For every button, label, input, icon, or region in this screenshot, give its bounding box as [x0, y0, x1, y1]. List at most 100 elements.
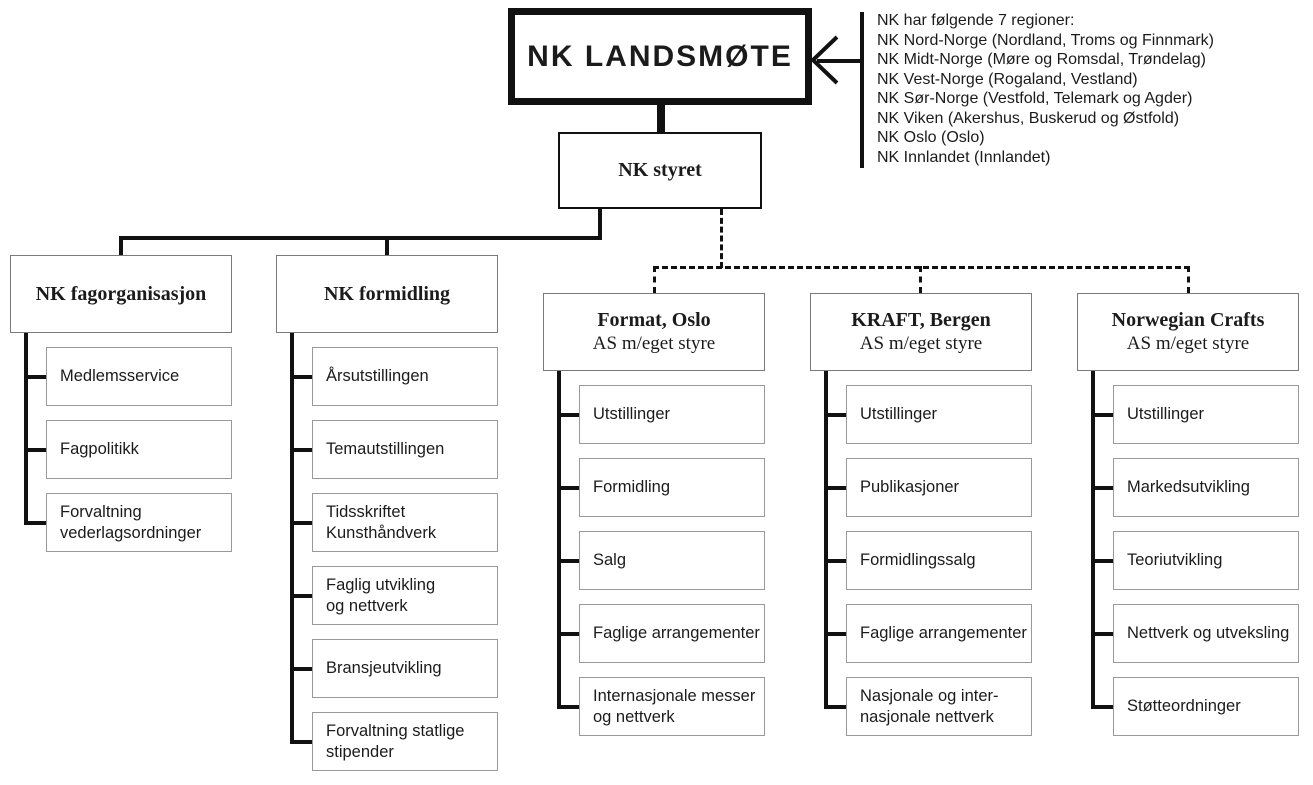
item-box: Utstillinger: [1113, 385, 1299, 444]
item-label: Internasjonale messer og nettverk: [593, 686, 756, 726]
item-box: Forvaltning statlige stipender: [312, 712, 498, 771]
item-box: Faglig utvikling og nettverk: [312, 566, 498, 625]
item-box: Internasjonale messer og nettverk: [579, 677, 765, 736]
item-box: Utstillinger: [846, 385, 1032, 444]
connector-drop-fagorganisasjon: [119, 236, 123, 256]
item-stub: [290, 666, 314, 671]
region-line: NK Vest-Norge (Rogaland, Vestland): [877, 70, 1138, 88]
item-box: Formidling: [579, 458, 765, 517]
item-stub: [24, 447, 48, 452]
column-subtitle: AS m/eget styre: [592, 333, 716, 354]
item-box: Formidlingssalg: [846, 531, 1032, 590]
item-label: Årsutstillingen: [326, 367, 429, 385]
item-stub: [290, 447, 314, 452]
item-stub: [824, 631, 848, 636]
column-subtitle: AS m/eget styre: [1126, 333, 1250, 354]
connector-drop-format: [653, 266, 656, 293]
item-label: Fagpolitikk: [60, 440, 139, 458]
column-header-nk-fagorganisasjon: NK fagorganisasjon: [10, 255, 232, 333]
connector-solid-horizontal: [119, 236, 602, 240]
item-stub: [557, 412, 581, 417]
root-box: NK LANDSMØTE: [508, 8, 812, 105]
item-stub: [824, 704, 848, 709]
connector-drop-norwegian-crafts: [1187, 266, 1190, 293]
column-spine-format-oslo: [557, 371, 561, 709]
region-line: NK Midt-Norge (Møre og Romsdal, Trøndela…: [877, 51, 1206, 68]
column-title: NK formidling: [323, 283, 451, 305]
item-stub: [1091, 631, 1115, 636]
item-label: Temautstillingen: [326, 440, 445, 458]
item-stub: [557, 704, 581, 709]
column-spine-nk-fagorganisasjon: [24, 333, 28, 525]
item-label: Forvaltning vederlagsordninger: [60, 502, 202, 542]
column-spine-norwegian-crafts: [1091, 371, 1095, 709]
regions-note-bar: [860, 12, 864, 168]
board-label: NK styret: [618, 159, 702, 181]
item-label: Nasjonale og inter- nasjonale nettverk: [860, 686, 999, 726]
region-line: NK Nord-Norge (Nordland, Troms og Finnma…: [877, 31, 1214, 49]
item-label: Utstillinger: [1127, 405, 1205, 423]
item-box: Faglige arrangementer: [846, 604, 1032, 663]
board-box: NK styret: [558, 132, 762, 209]
item-box: Tidsskriftet Kunsthåndverk: [312, 493, 498, 552]
item-box: Forvaltning vederlagsordninger: [46, 493, 232, 552]
item-box: Nasjonale og inter- nasjonale nettverk: [846, 677, 1032, 736]
item-label: Teoriutvikling: [1127, 551, 1223, 569]
item-box: Nettverk og utveksling: [1113, 604, 1299, 663]
item-box: Medlemsservice: [46, 347, 232, 406]
arrow-shaft: [817, 59, 862, 63]
region-line: NK Sør-Norge (Vestfold, Telemark og Agde…: [877, 90, 1193, 107]
column-title: KRAFT, Bergen: [851, 309, 991, 331]
item-stub: [557, 558, 581, 563]
item-label: Bransjeutvikling: [326, 659, 442, 677]
item-stub: [1091, 704, 1115, 709]
column-subtitle: AS m/eget styre: [859, 333, 983, 354]
item-label: Støtteordninger: [1127, 697, 1241, 715]
item-label: Faglige arrangementer: [593, 624, 760, 642]
connector-drop-kraft: [919, 266, 922, 293]
item-stub: [824, 485, 848, 490]
region-line: NK Viken (Akershus, Buskerud og Østfold): [877, 109, 1180, 127]
item-label: Utstillinger: [593, 405, 671, 423]
item-stub: [24, 520, 48, 525]
item-label: Formidlingssalg: [860, 551, 976, 569]
item-box: Teoriutvikling: [1113, 531, 1299, 590]
item-label: Publikasjoner: [860, 478, 960, 496]
regions-note: NK har følgende 7 regioner: NK Nord-Norg…: [877, 11, 1214, 167]
item-box: Fagpolitikk: [46, 420, 232, 479]
region-line: NK Oslo (Oslo): [877, 129, 985, 146]
item-box: Markedsutvikling: [1113, 458, 1299, 517]
connector-board-dashed-riser: [720, 209, 723, 268]
item-stub: [290, 739, 314, 744]
item-box: Bransjeutvikling: [312, 639, 498, 698]
column-title: Norwegian Crafts: [1111, 309, 1265, 331]
item-box: Støtteordninger: [1113, 677, 1299, 736]
item-box: Publikasjoner: [846, 458, 1032, 517]
column-title: NK fagorganisasjon: [35, 283, 207, 305]
connector-drop-formidling: [385, 236, 389, 256]
column-spine-nk-formidling: [290, 333, 294, 744]
region-line: NK Innlandet (Innlandet): [877, 148, 1051, 166]
item-label: Markedsutvikling: [1127, 478, 1250, 496]
item-label: Faglige arrangementer: [860, 624, 1027, 642]
item-label: Faglig utvikling og nettverk: [326, 575, 436, 615]
item-stub: [824, 558, 848, 563]
item-label: Medlemsservice: [60, 367, 180, 385]
item-stub: [1091, 558, 1115, 563]
column-title: Format, Oslo: [597, 309, 711, 331]
item-label: Utstillinger: [860, 405, 938, 423]
item-label: Nettverk og utveksling: [1127, 624, 1290, 642]
item-box: Temautstillingen: [312, 420, 498, 479]
item-stub: [1091, 412, 1115, 417]
column-header-nk-formidling: NK formidling: [276, 255, 498, 333]
item-label: Salg: [593, 551, 627, 569]
item-box: Årsutstillingen: [312, 347, 498, 406]
item-box: Faglige arrangementer: [579, 604, 765, 663]
item-label: Forvaltning statlige stipender: [326, 721, 465, 761]
item-stub: [824, 412, 848, 417]
item-stub: [290, 593, 314, 598]
